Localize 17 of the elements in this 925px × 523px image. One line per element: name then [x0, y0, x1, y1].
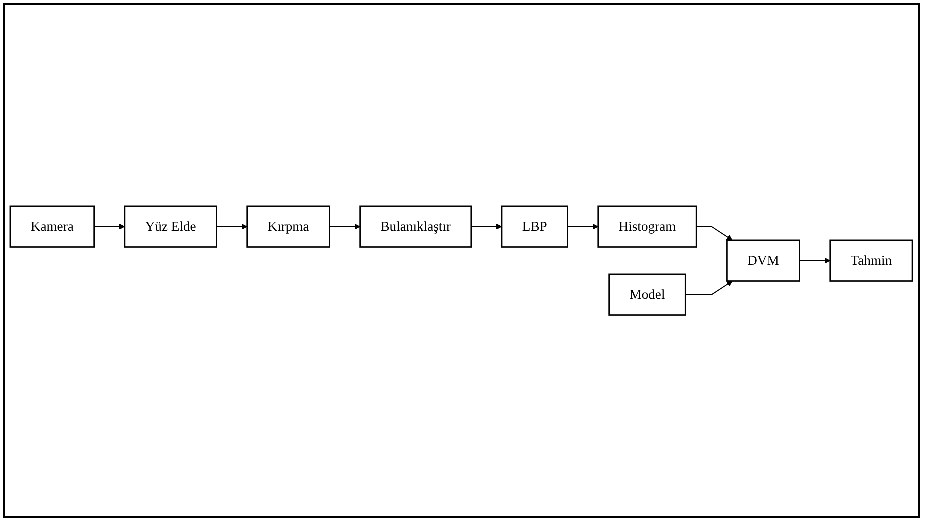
arrow [216, 224, 248, 230]
arrow [330, 224, 361, 230]
arrow [800, 258, 831, 264]
node-box: Histogram [598, 205, 698, 248]
node-box: Yüz Elde [124, 205, 218, 248]
node-box: Bulanıklaştır [360, 205, 472, 248]
arrow [696, 226, 733, 240]
node-box: DVM [726, 239, 800, 282]
node-box: LBP [501, 205, 568, 248]
node-box: Tahmin [830, 239, 914, 282]
node-box: Kırpma [246, 205, 330, 248]
arrow [568, 224, 599, 230]
arrow [686, 280, 733, 295]
arrow [471, 224, 502, 230]
node-box: Model [608, 273, 686, 316]
arrow [94, 224, 126, 230]
node-box: Kamera [10, 205, 95, 248]
